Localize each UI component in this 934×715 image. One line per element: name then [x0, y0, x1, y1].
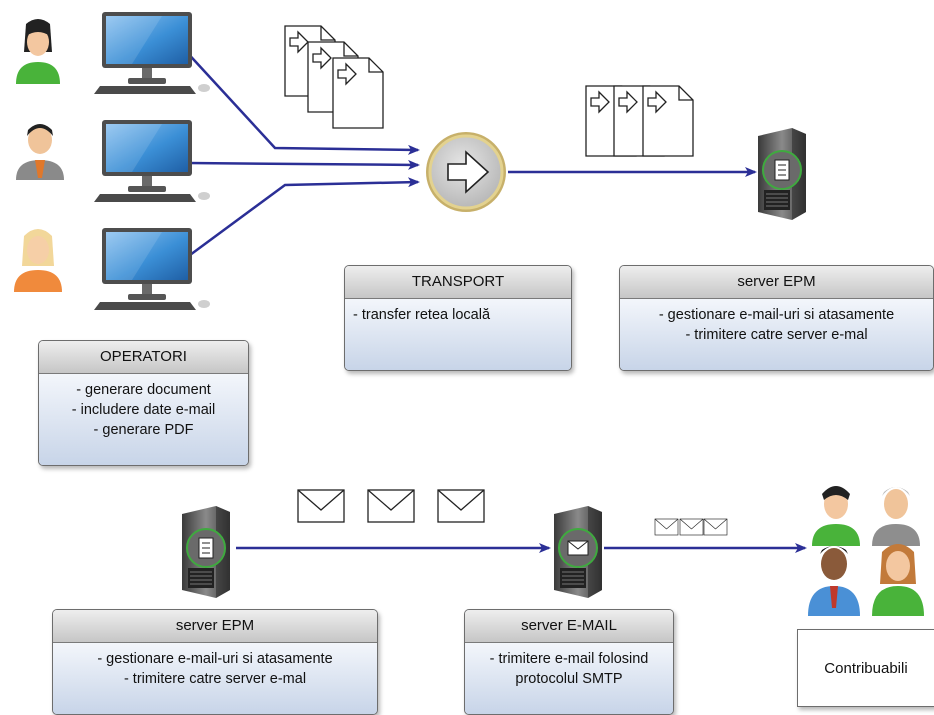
server-epm-box-bottom-title: server EPM [53, 610, 377, 643]
server-epm-line: - trimitere catre server e-mal [123, 671, 307, 687]
recipients-label: Contribuabili [824, 659, 908, 677]
server-epm-icon [757, 127, 807, 221]
desktop-computer-icon [94, 120, 210, 202]
transport-line: - transfer retea locală [353, 307, 491, 323]
operators-line: - generare document [76, 382, 211, 398]
server-epm-line: - gestionare e-mail-uri si atasamente [97, 651, 333, 667]
desktop-computer-icon [94, 228, 210, 310]
server-epm-box-top-body: - gestionare e-mail-uri si atasamente - … [620, 299, 933, 370]
envelope-icon [654, 518, 728, 536]
transport-arrow-icon [426, 132, 506, 212]
recipients-box: Contribuabili [797, 629, 934, 707]
operators-line: - generare PDF [93, 422, 194, 438]
envelope-icon [297, 489, 485, 523]
server-epm-box-top-title: server EPM [620, 266, 933, 299]
server-epm-line: - gestionare e-mail-uri si atasamente [658, 307, 895, 323]
recipients-group-icon [808, 486, 924, 616]
operator-man-icon [16, 124, 64, 180]
connector-operator1-transport [182, 47, 420, 155]
transport-box: TRANSPORT - transfer retea locală [344, 265, 572, 371]
operators-box: OPERATORI - generare document - includer… [38, 340, 249, 466]
transport-box-body: - transfer retea locală [345, 299, 571, 370]
server-email-box-body: - trimitere e-mail folosind protocolul S… [465, 643, 673, 714]
server-email-line: protocolul SMTP [515, 671, 623, 687]
server-epm-box-bottom: server EPM - gestionare e-mail-uri si at… [52, 609, 378, 715]
pdf-document-icon [284, 25, 384, 129]
operators-line: - includere date e-mail [71, 402, 216, 418]
desktop-computer-icon [94, 12, 210, 94]
connectors [182, 47, 807, 553]
server-email-box: server E-MAIL - trimitere e-mail folosin… [464, 609, 674, 715]
server-epm-line: - trimitere catre server e-mal [685, 327, 868, 343]
connector-operator3-transport [189, 177, 420, 257]
server-epm-icon [181, 505, 231, 599]
transport-box-title: TRANSPORT [345, 266, 571, 299]
connector-operator2-transport [187, 159, 420, 170]
operator-blonde-icon [14, 229, 62, 292]
operators-box-body: - generare document - includere date e-m… [39, 374, 248, 465]
server-email-icon [553, 505, 603, 599]
operators-box-title: OPERATORI [39, 341, 248, 374]
server-email-box-title: server E-MAIL [465, 610, 673, 643]
operator-woman-icon [16, 19, 60, 84]
server-email-line: - trimitere e-mail folosind [489, 651, 649, 667]
server-epm-box-bottom-body: - gestionare e-mail-uri si atasamente - … [53, 643, 377, 714]
server-epm-box-top: server EPM - gestionare e-mail-uri si at… [619, 265, 934, 371]
pdf-document-icon [585, 85, 694, 157]
